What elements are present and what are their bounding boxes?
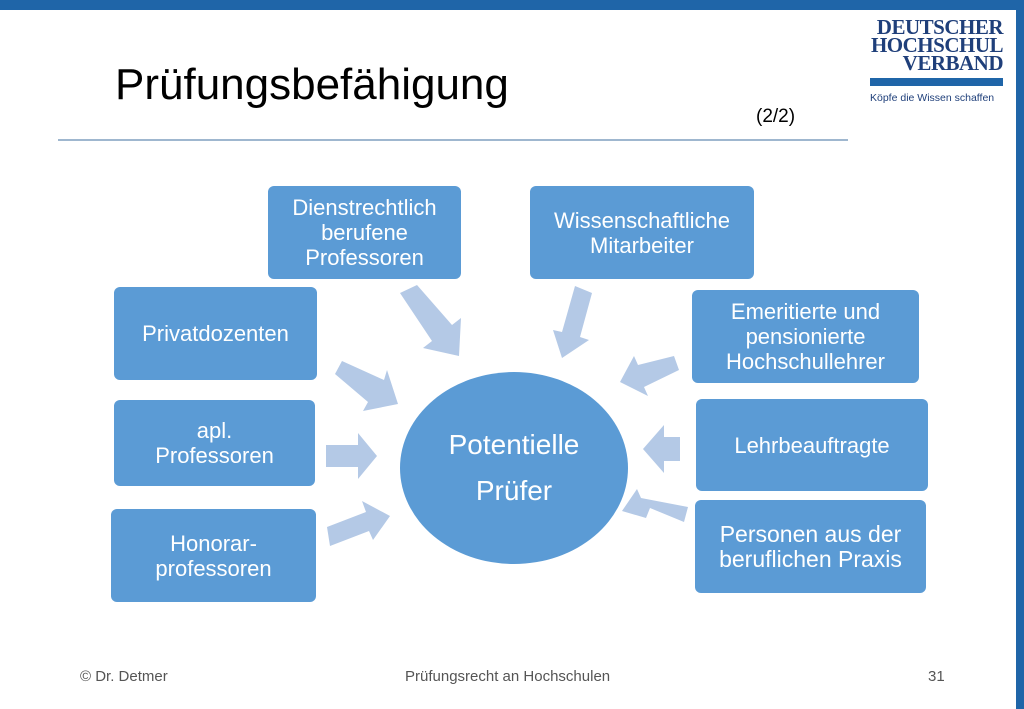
- footer-title: Prüfungsrecht an Hochschulen: [405, 668, 611, 685]
- node-dienstrecht-professoren: Dienstrechtlich berufene Professoren: [268, 186, 461, 279]
- arrow-from-apl: [326, 433, 377, 479]
- arrow-from-honorar: [327, 501, 390, 546]
- title-divider: [58, 139, 848, 141]
- center-line-1: Potentielle: [448, 429, 580, 460]
- logo-line-1: DEUTSCHER: [876, 15, 1004, 39]
- dhv-logo: DEUTSCHER HOCHSCHUL VERBAND Köpfe die Wi…: [870, 15, 1005, 118]
- node-privatdozenten: Privatdozenten: [114, 287, 317, 380]
- center-line-2: Prüfer: [475, 475, 553, 506]
- node-emeritierte: Emeritierte und pensionierte Hochschulle…: [692, 290, 919, 383]
- arrow-from-praxis: [622, 489, 688, 522]
- arrow-from-privatdozenten: [335, 361, 398, 411]
- arrow-from-lehrbeauftragte: [643, 425, 680, 473]
- arrow-from-dienstrecht: [400, 285, 461, 356]
- center-potential-examiners: Potentielle Prüfer: [400, 372, 628, 564]
- logo-tagline: Köpfe die Wissen schaffen: [870, 92, 995, 104]
- node-honorarprofessoren: Honorar- professoren: [111, 509, 316, 602]
- node-lehrbeauftragte: Lehrbeauftragte: [696, 399, 928, 491]
- logo-line-3: VERBAND: [902, 51, 1004, 75]
- logo-bar: [870, 78, 1003, 86]
- node-apl-professoren: apl. Professoren: [114, 400, 315, 486]
- top-accent-bar: [0, 0, 1024, 10]
- logo-line-2: HOCHSCHUL: [870, 33, 1004, 57]
- slide-title: Prüfungsbefähigung: [115, 60, 509, 109]
- footer-page-number: 31: [928, 668, 945, 685]
- slide-subtitle: (2/2): [756, 106, 796, 127]
- right-accent-bar: [1016, 0, 1024, 709]
- node-wissenschaftliche-mitarbeiter: Wissenschaftliche Mitarbeiter: [530, 186, 754, 279]
- arrow-from-emeritierte: [620, 356, 679, 396]
- arrow-from-wissenschaftliche: [553, 286, 592, 358]
- node-berufliche-praxis: Personen aus der beruflichen Praxis: [695, 500, 926, 593]
- footer-author: © Dr. Detmer: [80, 668, 168, 685]
